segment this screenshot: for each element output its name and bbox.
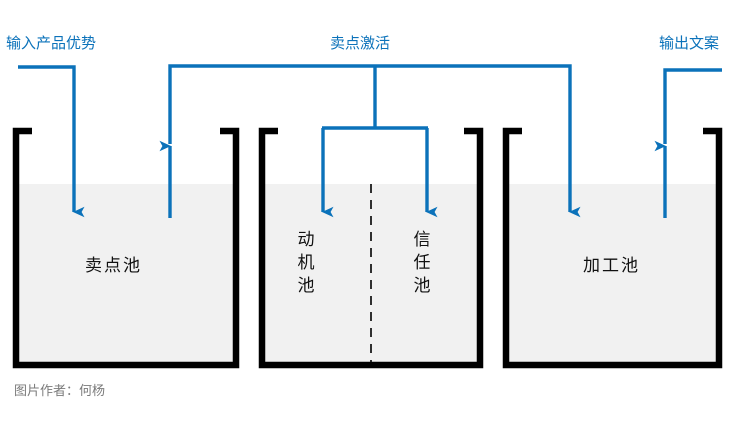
tank-outline-motivation-trust-pool	[258, 127, 484, 369]
tank-outline-processing-pool	[502, 127, 723, 369]
tank-label-motivation-pool-char-1: 动	[297, 230, 315, 250]
tank-label-selling-point-pool: 卖点池	[85, 256, 142, 276]
tank-label-trust-pool: 信 任 池	[410, 229, 434, 298]
tank-label-processing-pool: 加工池	[583, 256, 640, 276]
tank-label-motivation-pool: 动 机 池	[294, 229, 318, 298]
flow-line-output-elbow	[663, 68, 722, 144]
tank-label-trust-pool-char-2: 任	[413, 253, 431, 273]
tank-fill-selling-point-pool	[16, 184, 236, 365]
tank-processing-pool	[502, 127, 723, 369]
label-input-product-advantage: 输入产品优势	[6, 34, 97, 52]
label-selling-point-activation: 卖点激活	[330, 34, 391, 52]
tank-selling-point-pool	[12, 127, 240, 369]
tank-outline-selling-point-pool	[12, 127, 240, 369]
tank-label-trust-pool-char-1: 信	[413, 230, 431, 250]
label-output-copywriting: 输出文案	[659, 34, 720, 52]
flow-bus-activate-to-processing-pool	[168, 64, 581, 218]
tank-motivation-trust-pool	[258, 127, 484, 369]
tank-label-trust-pool-char-3: 池	[413, 276, 431, 296]
tank-label-motivation-pool-char-2: 机	[297, 253, 315, 273]
image-credit: 图片作者：何杨	[14, 384, 106, 399]
tank-fill-processing-pool	[506, 184, 719, 365]
tank-label-motivation-pool-char-3: 池	[297, 276, 315, 296]
flow-arrow-input-to-selling-point-pool	[18, 65, 85, 218]
